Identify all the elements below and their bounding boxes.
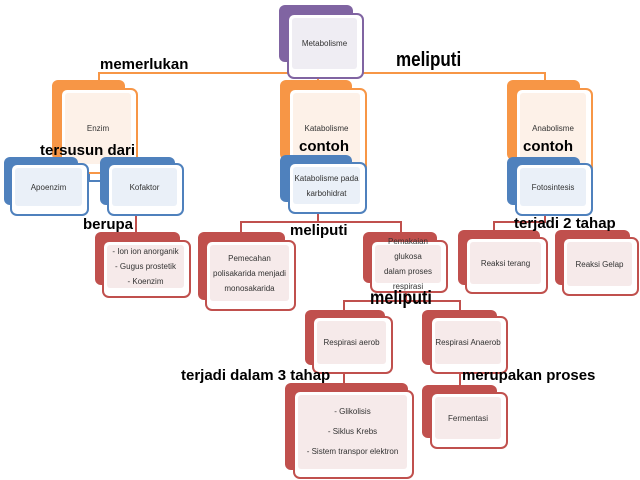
node-text: Enzim — [65, 93, 131, 164]
label-berupa: berupa — [83, 216, 134, 233]
node-box: Fotosintesis — [515, 163, 593, 216]
node-text-line: Pemakaian glukosa — [387, 237, 429, 261]
node-text-line: - Ion ion anorganik — [112, 247, 179, 256]
node-text-line: Katabolisme — [304, 124, 349, 133]
node-text-line: Respirasi Anaerob — [435, 338, 501, 347]
label-meliputi: meliputi — [370, 288, 432, 309]
node-text-line: karbohidrat — [306, 188, 347, 198]
node-box: Kofaktor — [107, 163, 184, 216]
connector — [493, 221, 546, 223]
node-text-line: Pemecahan — [228, 253, 271, 263]
label-terjadi-3-tahap: terjadi dalam 3 tahap — [181, 367, 331, 384]
node-text-line: Respirasi aerob — [323, 338, 380, 347]
connector — [240, 221, 402, 223]
node-text: Kofaktor — [112, 168, 177, 206]
node-text-line: Fotosintesis — [531, 182, 575, 192]
label-contoh: contoh — [523, 138, 573, 155]
node-text: Respirasi aerob — [317, 321, 386, 364]
node-text-line: Metabolisme — [301, 39, 348, 48]
node-text-line: dalam proses — [383, 267, 433, 276]
node-text: Pemecahan polisakarida menjadi monosakarid… — [210, 245, 289, 301]
node-text-line: polisakarida menjadi — [213, 268, 286, 278]
node-box: Reaksi Gelap — [562, 237, 639, 296]
node-text-line: Katabolisme pada — [294, 173, 359, 183]
connector — [544, 72, 546, 82]
node-text: Katabolisme — [293, 93, 360, 164]
node-box: Katabolisme pada karbohidrat — [288, 162, 367, 214]
connector — [459, 300, 461, 311]
node-box: Respirasi Anaerob — [430, 316, 508, 374]
node-text-line: respirasi — [392, 282, 424, 291]
node-text: Fotosintesis — [520, 168, 586, 206]
node-text-line: Reaksi Gelap — [575, 259, 624, 269]
node-box: - Ion ion anorganik - Gugus prostetik - Ko… — [102, 240, 191, 298]
node-text: Fermentasi — [435, 397, 501, 439]
node-text-line: Fermentasi — [447, 413, 488, 423]
node-box: Pemecahan polisakarida menjadi monosakarid… — [205, 240, 296, 311]
connector — [343, 372, 345, 386]
connector — [88, 172, 90, 182]
connector — [493, 221, 495, 231]
node-box: Metabolisme — [287, 13, 364, 79]
node-text-line: Anabolisme — [532, 124, 574, 133]
node-text-line: Enzim — [86, 124, 110, 133]
node-text-line: - Gugus prostetik — [115, 262, 176, 271]
node-box: Reaksi terang — [465, 237, 548, 294]
node-text: Pemakaian glukosa dalam proses respirasi — [375, 237, 441, 291]
node-text: Apoenzim — [15, 168, 82, 206]
connector — [343, 300, 345, 311]
node-text-line: - Glikolisis — [334, 407, 371, 416]
label-contoh: contoh — [299, 138, 349, 155]
node-box: Respirasi aerob — [312, 316, 393, 374]
node-text-line: Apoenzim — [30, 182, 67, 192]
label-merupakan-proses: merupakan proses — [462, 367, 596, 384]
connector — [135, 214, 137, 234]
node-text: Katabolisme pada karbohidrat — [293, 167, 360, 204]
node-text-line: - Sistem transpor elektron — [306, 447, 399, 456]
connector — [400, 221, 402, 233]
connector — [317, 212, 319, 222]
label-meliputi: meliputi — [396, 49, 462, 71]
node-box: Pemakaian glukosa dalam proses respirasi — [370, 237, 448, 293]
node-text: Metabolisme — [292, 18, 357, 69]
node-box: - Glikolisis - Siklus Krebs - Sistem trans… — [293, 390, 414, 479]
node-text: Anabolisme — [520, 93, 586, 164]
node-text-line: - Koenzim — [127, 277, 164, 286]
connector — [98, 72, 100, 82]
node-text: - Glikolisis - Siklus Krebs - Sistem trans… — [298, 395, 407, 469]
connector — [343, 300, 461, 302]
node-text: Reaksi terang — [470, 242, 541, 284]
connector — [459, 372, 461, 386]
node-text: - Ion ion anorganik - Gugus prostetik - Ko… — [107, 245, 184, 288]
node-box: Apoenzim — [10, 163, 89, 216]
label-tersusun-dari: tersusun dari — [40, 142, 136, 159]
label-memerlukan: memerlukan — [100, 56, 189, 73]
connector — [240, 221, 242, 233]
node-text-line: Kofaktor — [129, 182, 160, 192]
connector — [544, 214, 546, 222]
node-text-line: Reaksi terang — [480, 258, 531, 268]
connector — [405, 291, 407, 301]
node-box: Fermentasi — [430, 392, 508, 449]
node-text: Reaksi Gelap — [567, 242, 632, 286]
node-text: Respirasi Anaerob — [435, 321, 501, 364]
node-text-line: - Siklus Krebs — [327, 427, 378, 436]
label-terjadi-2-tahap: terjadi 2 tahap — [514, 215, 616, 232]
label-meliputi: meliputi — [290, 222, 348, 239]
node-text-line: monosakarida — [224, 283, 275, 293]
